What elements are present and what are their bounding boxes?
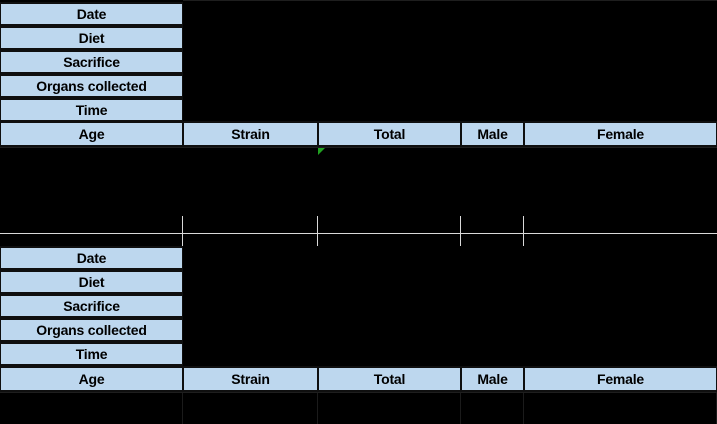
data-cell[interactable]	[0, 393, 183, 424]
row-label-time[interactable]: Time	[0, 98, 183, 122]
row-label-date[interactable]: Date	[0, 246, 183, 270]
column-header-total[interactable]: Total	[318, 366, 461, 392]
data-cell[interactable]	[524, 216, 717, 234]
row-label-sacrifice[interactable]: Sacrifice	[0, 294, 183, 318]
column-header-age[interactable]: Age	[0, 366, 183, 392]
data-cell[interactable]	[524, 234, 717, 246]
data-cell[interactable]	[0, 216, 183, 234]
row-label-diet[interactable]: Diet	[0, 26, 183, 50]
column-header-strain[interactable]: Strain	[183, 366, 318, 392]
column-header-total[interactable]: Total	[318, 121, 461, 147]
grid-rule	[0, 392, 717, 393]
row-label-organs-collected[interactable]: Organs collected	[0, 74, 183, 98]
data-cell[interactable]	[183, 234, 318, 246]
grid-rule	[0, 147, 717, 148]
column-header-male[interactable]: Male	[461, 366, 524, 392]
data-cell[interactable]	[0, 234, 183, 246]
row-label-time[interactable]: Time	[0, 342, 183, 366]
row-label-date[interactable]: Date	[0, 2, 183, 26]
comment-flag-icon	[318, 148, 325, 155]
data-cell[interactable]	[318, 234, 461, 246]
row-label-organs-collected[interactable]: Organs collected	[0, 318, 183, 342]
row-label-sacrifice[interactable]: Sacrifice	[0, 50, 183, 74]
data-cell[interactable]	[461, 234, 524, 246]
data-cell[interactable]	[524, 393, 717, 424]
column-header-female[interactable]: Female	[524, 366, 717, 392]
row-label-diet[interactable]: Diet	[0, 270, 183, 294]
data-cell[interactable]	[461, 393, 524, 424]
grid-rule	[183, 0, 717, 1]
data-cell[interactable]	[461, 216, 524, 234]
data-cell[interactable]	[183, 216, 318, 234]
data-cell[interactable]	[183, 393, 318, 424]
column-header-male[interactable]: Male	[461, 121, 524, 147]
data-cell[interactable]	[318, 216, 461, 234]
column-header-female[interactable]: Female	[524, 121, 717, 147]
column-header-age[interactable]: Age	[0, 121, 183, 147]
data-cell[interactable]	[318, 393, 461, 424]
column-header-strain[interactable]: Strain	[183, 121, 318, 147]
